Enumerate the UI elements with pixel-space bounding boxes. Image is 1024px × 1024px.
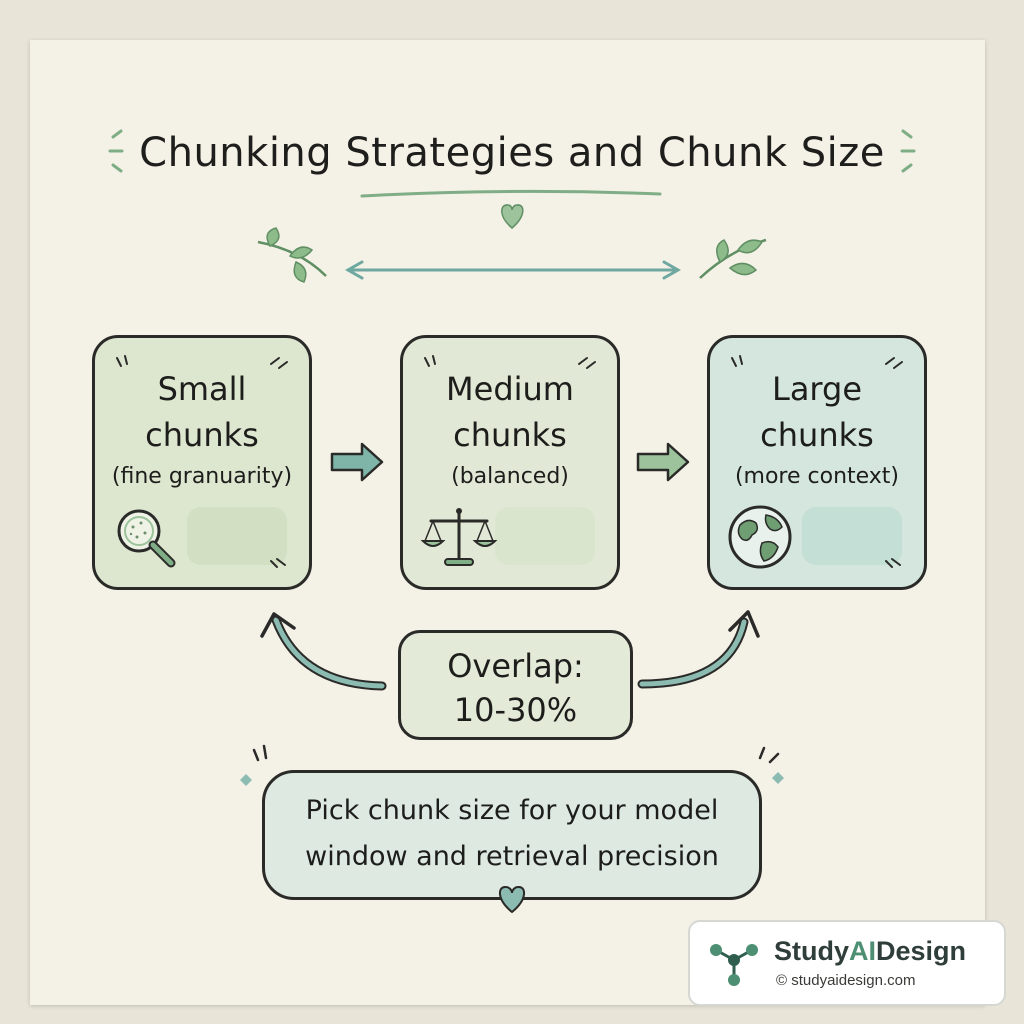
curved-arrow-right-icon	[637, 610, 760, 689]
large-chunks-card: Large chunks (more context)	[707, 335, 927, 590]
overlap-value: 10-30%	[453, 691, 578, 729]
balance-scale-icon	[420, 508, 498, 566]
card-sublabel: (fine granuarity)	[111, 464, 293, 489]
note-line2: window and retrieval precision	[305, 841, 719, 872]
network-logo-icon	[710, 944, 758, 986]
sparkle-right-icon	[900, 129, 916, 173]
overlap-box: Overlap: 10-30%	[398, 630, 633, 740]
leaf-right-icon	[699, 238, 767, 279]
diamond-right-icon	[772, 772, 784, 784]
brand-name-suffix: Design	[876, 936, 967, 966]
note-sparkle-left-icon	[252, 744, 268, 762]
card-label-line1: Large	[771, 370, 863, 408]
card-label-line1: Medium	[446, 370, 574, 408]
heart-icon	[501, 204, 524, 229]
small-chunks-card: Small chunks (fine granuarity)	[92, 335, 312, 590]
globe-icon	[728, 505, 792, 569]
medium-chunks-card: Medium chunks (balanced)	[400, 335, 620, 590]
arrow-medium-to-large-icon	[636, 442, 690, 482]
watercolor-wash	[187, 507, 287, 565]
card-label-line2: chunks	[145, 416, 259, 454]
card-label-line1: Small	[157, 370, 247, 408]
overlap-label: Overlap:	[447, 647, 584, 685]
brand-name-accent: AI	[849, 936, 877, 966]
double-arrow-icon	[344, 260, 682, 280]
recommendation-note: Pick chunk size for your model window an…	[262, 770, 762, 900]
note-line1: Pick chunk size for your model	[305, 795, 719, 826]
arrow-small-to-medium-icon	[330, 442, 384, 482]
brand-badge[interactable]: StudyAIDesign © studyaidesign.com	[688, 920, 1006, 1006]
brand-url[interactable]: © studyaidesign.com	[776, 972, 916, 989]
title-underline	[360, 189, 662, 198]
leaf-left-icon	[257, 227, 327, 283]
watercolor-wash	[495, 507, 595, 565]
brand-name: StudyAIDesign	[774, 936, 966, 967]
magnifier-icon	[117, 509, 176, 568]
note-sparkle-right-icon	[758, 746, 780, 764]
diamond-left-icon	[240, 774, 252, 786]
card-sublabel: (more context)	[734, 464, 900, 489]
curved-arrow-left-icon	[260, 612, 387, 691]
brand-name-prefix: Study	[774, 936, 850, 966]
card-label-line2: chunks	[760, 416, 874, 454]
card-label-line2: chunks	[453, 416, 567, 454]
watercolor-wash	[802, 507, 902, 565]
sparkle-left-icon	[108, 129, 124, 173]
page-title: Chunking Strategies and Chunk Size	[139, 130, 885, 176]
card-sublabel: (balanced)	[451, 464, 569, 489]
